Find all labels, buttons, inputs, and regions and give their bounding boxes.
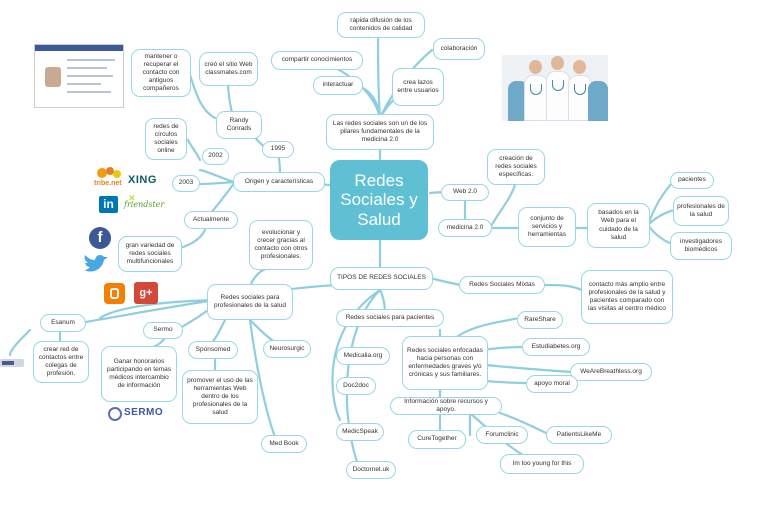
mantener-node[interactable]: mantener o recuperar el contacto con ant… [131,49,191,97]
friendster-logo: friendster [124,194,168,212]
doctornet-node[interactable]: Doctornet.uk [346,461,396,479]
patientslikeme-node[interactable]: PatientsLikeMe [546,426,612,444]
colaboracion-node[interactable]: colaboración [433,38,485,60]
pilares-node[interactable]: Las redes sociales son un de los pilares… [326,114,434,150]
googleplus-logo-text: g+ [139,287,153,299]
medicina20-node[interactable]: medicina 2.0 [438,219,492,237]
estudiabetes-node[interactable]: Estudiabetes.org [522,338,590,356]
sermo-logo: SERMO [108,406,166,422]
randy-node[interactable]: Randy Conrads [216,111,262,139]
actualmente-node[interactable]: Actualmente [184,211,238,229]
evolucionar-node[interactable]: evolucionar y crecer gracias al contacto… [249,220,313,270]
tribe-logo: tribe.net [94,166,130,190]
medicalia-node[interactable]: Medicalia.org [336,347,390,365]
redes-pacientes-node[interactable]: Redes sociales para pacientes [336,309,444,327]
profesionales-node[interactable]: profesionales de la salud [673,196,729,226]
linkedin-logo: in [99,196,118,213]
classmates-node[interactable]: creó el sitio Web classmates.com [199,52,258,86]
forumclinic-node[interactable]: Forumclinic [476,426,528,444]
sermo-logo-text: SERMO [124,407,164,418]
gran-variedad-node[interactable]: gran variedad de redes sociales multifun… [118,236,182,272]
xing-logo-text: XING [128,174,157,186]
basados-node[interactable]: basados en la Web para el cuidado de la … [587,203,650,248]
circulos-node[interactable]: redes de círculos sociales online [145,118,187,160]
curetogether-node[interactable]: CureTogether [408,430,466,449]
tipos-node[interactable]: TIPOS DE REDES SOCIALES [330,267,433,290]
doctors-photo-image [502,55,608,121]
linkedin-logo-text: in [103,197,114,211]
creacion-node[interactable]: creación de redes sociales específicas. [487,149,545,185]
apoyo-node[interactable]: apoyo moral [526,375,578,393]
facebook-logo-text: f [97,229,103,246]
compartir-node[interactable]: compartir conocimientos [271,51,363,70]
profesionales-redes-node[interactable]: Redes sociales para profesionales de la … [207,284,293,320]
blogger-logo-icon [104,283,125,304]
crea-lazos-node[interactable]: crea lazos entre usuarios [392,68,444,106]
interactuar-node[interactable]: interactuar [313,76,363,95]
medicspeak-node[interactable]: MedicSpeak [336,423,384,441]
web20-node[interactable]: Web 2.0 [441,184,489,201]
mixtas-node[interactable]: Redes Sociales Mixtas [459,276,545,294]
sponsomed-node[interactable]: Sponsomed [188,341,238,359]
neurosurgic-node[interactable]: Neurosurgic [263,340,311,358]
promover-node[interactable]: promover el uso de las herramientas Web … [182,370,258,424]
googleplus-logo: g+ [134,282,158,304]
esanum-logo-icon [0,356,24,368]
tribe-flower-icon [97,167,121,178]
year-2002-node[interactable]: 2002 [202,148,229,165]
rareshare-node[interactable]: RareShare [517,311,563,329]
origen-node[interactable]: Origen y características [233,172,325,192]
ganar-node[interactable]: Ganar honorarios participando en temas m… [101,346,177,402]
year-1995-node[interactable]: 1995 [262,141,294,158]
investigadores-node[interactable]: investigadores biomédicos [670,232,732,260]
sermo-mark-icon [108,407,122,421]
tribe-logo-text: tribe.net [94,180,122,187]
twitter-bird-icon [82,252,110,276]
medbook-node[interactable]: Med Book [261,435,307,453]
enfocadas-node[interactable]: Redes sociales enfocadas hacia personas … [402,336,488,390]
pacientes-node[interactable]: pacientes [670,172,714,189]
xing-logo: XING ✕ [128,170,168,203]
wearebreathless-node[interactable]: WeAreBreathless.org [570,363,652,381]
classmates-screenshot-image [34,44,124,108]
friendster-logo-text: friendster [124,200,165,209]
facebook-logo: f [89,227,111,249]
difusion-node[interactable]: rápida difusión de los contenidos de cal… [337,12,425,38]
esanum-node[interactable]: Esanum [40,314,86,332]
informacion-node[interactable]: Información sobre recursos y apoyo. [390,397,502,415]
crear-red-node[interactable]: crear red de contactos entre colegas de … [33,341,89,383]
xing-x-icon: ✕ [128,193,136,203]
imtooyoung-node[interactable]: Im too young for this [500,454,584,474]
contacto-amplio-node[interactable]: contacto más amplio entre profesionales … [581,270,673,324]
doc2doc-node[interactable]: Doc2doc [336,377,376,395]
central-topic[interactable]: Redes Sociales y Salud [330,160,428,240]
sermo-node[interactable]: Sermo [143,322,183,339]
conjunto-node[interactable]: conjunto de servicios y herramientas [518,207,576,247]
year-2003-node[interactable]: 2003 [172,175,200,192]
